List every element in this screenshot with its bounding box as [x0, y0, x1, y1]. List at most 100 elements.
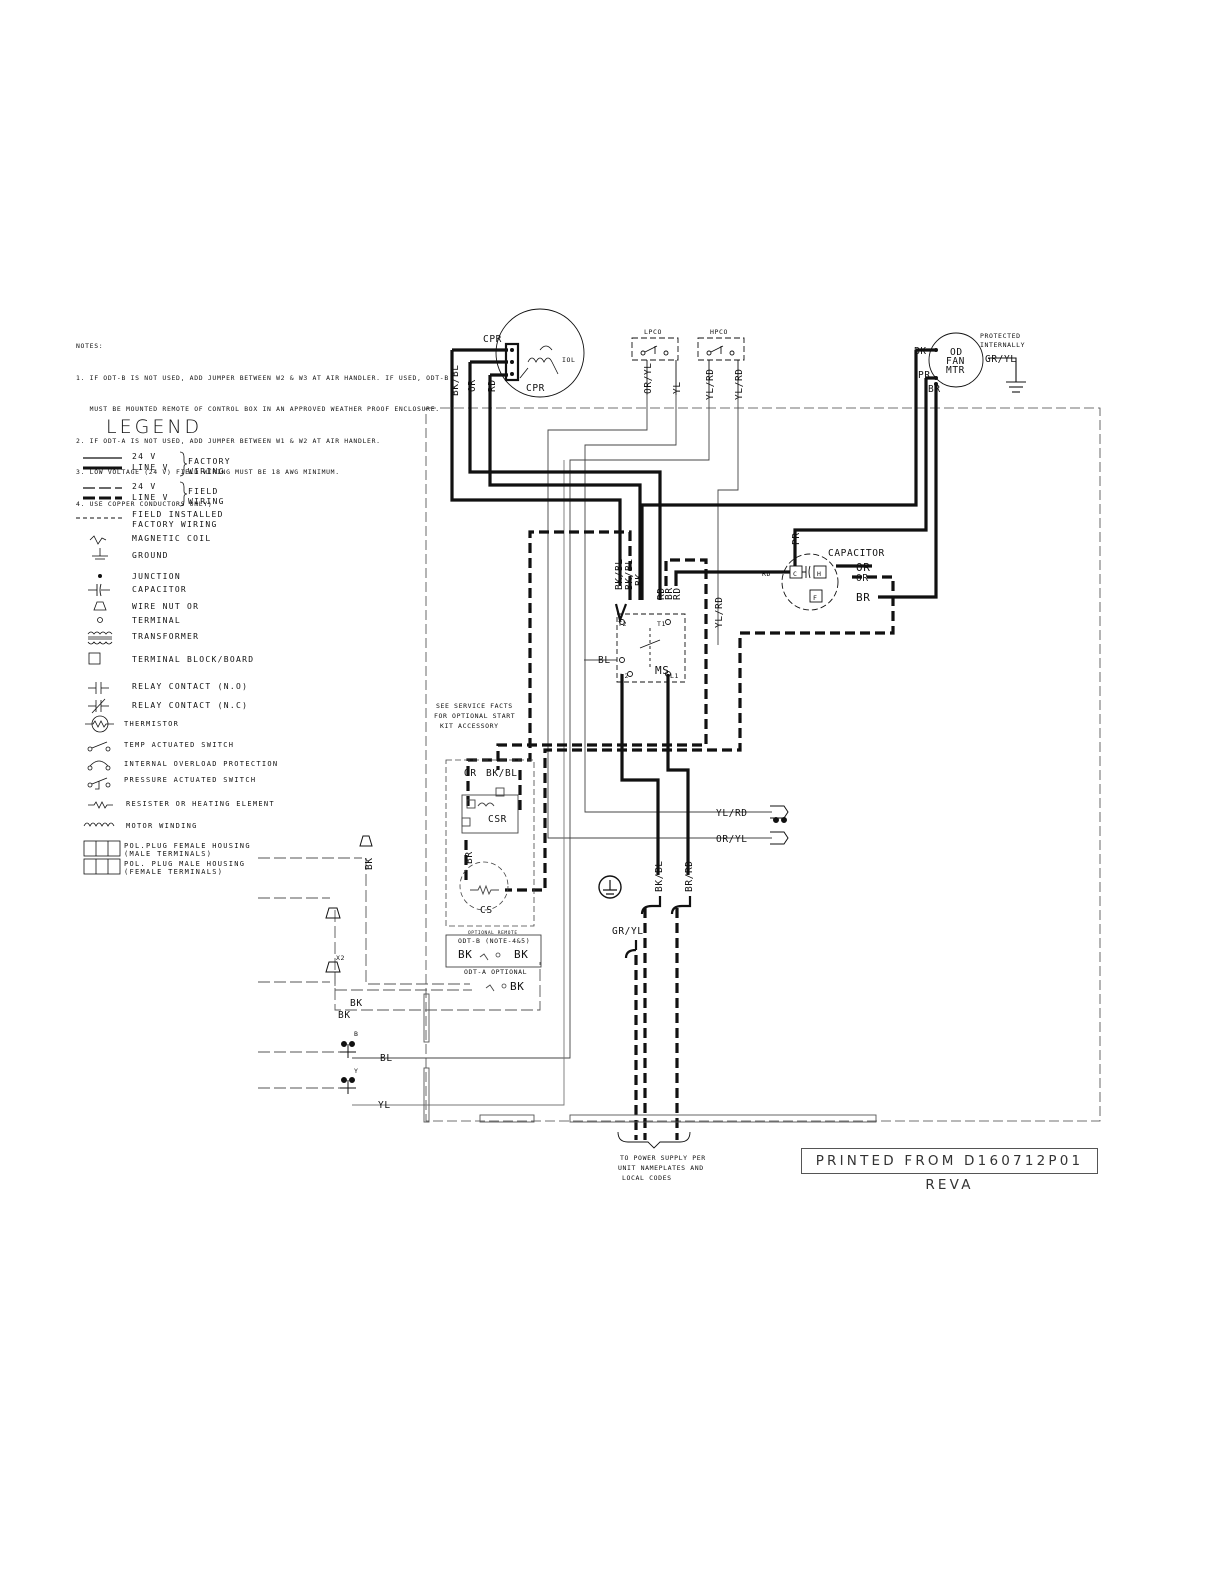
motor-winding-icon	[83, 822, 115, 827]
bk-odt-a: BK	[510, 980, 524, 993]
legend-relay-no: RELAY CONTACT (N.O)	[132, 682, 249, 691]
odt-box	[445, 934, 542, 992]
start-kit	[445, 759, 535, 927]
br-ms-label: BR	[664, 587, 675, 600]
cap-c-label: C	[793, 570, 798, 578]
notes-heading: NOTES:	[76, 342, 104, 350]
odt-b-box	[445, 934, 542, 968]
l2-label: L2	[620, 672, 629, 680]
b-label: B	[354, 1030, 359, 1038]
wire-yl-rd-a	[584, 395, 760, 813]
note-4: 4. USE COPPER CONDUCTORS ONLY)	[76, 499, 213, 508]
mtr-label: MTR	[946, 365, 965, 376]
legend-factory-wiring: FACTORY WIRING	[188, 457, 231, 476]
ground-fan	[988, 357, 1026, 393]
note-2: 2. IF ODT-A IS NOT USED, ADD JUMPER BETW…	[76, 436, 381, 445]
power-note-2: UNIT NAMEPLATES AND	[618, 1164, 704, 1172]
line-voltage-wires	[450, 348, 938, 875]
od-fan-motor	[928, 332, 984, 388]
power-bracket	[617, 1131, 691, 1149]
power-note-1: TO POWER SUPPLY PER	[620, 1154, 706, 1162]
or-yl-lpco-label: OR/YL	[643, 362, 654, 394]
legend-field-brace	[179, 481, 188, 507]
cs-label: CS	[480, 905, 493, 916]
or-cap-label-2: OR	[856, 573, 869, 584]
contactor	[616, 613, 686, 683]
power-note-3: LOCAL CODES	[622, 1174, 672, 1182]
bk-bl-cpr-label: BK/BL	[450, 364, 461, 396]
pr-fan-label: PR	[918, 370, 931, 381]
internally-label: INTERNALLY	[980, 341, 1025, 349]
wire-nut-icon	[359, 835, 373, 847]
thin-wires	[352, 395, 772, 1106]
t1-label: T1	[657, 620, 666, 628]
bk-bl-ms-label: BK/BL	[614, 558, 625, 590]
pressure-switch-icon	[644, 345, 658, 354]
csr-label: CSR	[488, 814, 507, 825]
legend-wire-nut: WIRE NUT OR	[132, 602, 200, 611]
relay-contact	[639, 639, 661, 649]
service-note-2: FOR OPTIONAL START	[434, 712, 515, 720]
wire-bk-fan	[640, 348, 936, 600]
legend-ground: GROUND	[132, 551, 169, 560]
lpco-label: LPCO	[644, 328, 662, 336]
gr-yl-ground-label: GR/YL	[612, 926, 644, 937]
hpco-box	[697, 337, 745, 361]
br-cap-label: BR	[856, 591, 870, 604]
legend-thermistor: THERMISTOR	[124, 720, 180, 728]
capacitor-label: CAPACITOR	[828, 548, 885, 559]
cs-capacitor	[459, 861, 509, 911]
or-cap-label: OR	[856, 561, 870, 574]
notes-block: NOTES: 1. IF ODT-B IS NOT USED, ADD JUMP…	[76, 320, 449, 520]
temp-switch-icon	[479, 953, 489, 961]
or-csr-label: OR	[464, 768, 477, 779]
pressure-switch-icon	[87, 782, 93, 788]
motor-winding-icon	[527, 357, 553, 363]
resistor-icon	[470, 884, 499, 896]
temp-switch-icon	[87, 746, 93, 752]
wire-or	[468, 360, 662, 600]
pol-female-icon	[83, 840, 121, 857]
t2-label: T2	[618, 620, 627, 628]
contactor-box	[616, 613, 686, 683]
legend-factory-24v: 24 V	[132, 452, 157, 461]
transformer-icon	[87, 631, 113, 635]
overload-icon	[539, 345, 553, 351]
legend-motor-winding: MOTOR WINDING	[126, 822, 198, 830]
wire-br-fan	[878, 384, 938, 599]
bk-bl-csr-label: BK/BL	[486, 768, 518, 779]
legend-terminal-block: TERMINAL BLOCK/BOARD	[132, 655, 255, 664]
odt-a-label: ODT-A OPTIONAL	[464, 968, 527, 976]
power-lugs	[598, 875, 692, 1149]
field-24v-wires	[258, 857, 541, 1089]
legend-capacitor: CAPACITOR	[132, 585, 188, 594]
bl-field-label: BL	[380, 1053, 393, 1064]
bk-fan-label: BK	[914, 346, 927, 357]
cap-terminal-f	[809, 589, 823, 603]
yl-rd-plug-label: YL/RD	[716, 808, 748, 819]
legend-temp-switch: TEMP ACTUATED SWITCH	[124, 741, 235, 749]
ground-icon	[603, 880, 617, 895]
legend-symbols	[76, 451, 188, 875]
bk-odt-left: BK	[458, 948, 472, 961]
protected-label: PROTECTED	[980, 332, 1021, 340]
legend-resistor: RESISTER OR HEATING ELEMENT	[126, 800, 275, 808]
cap-terminal-h	[813, 565, 827, 579]
gr-yl-fan-label: GR/YL	[985, 354, 1017, 365]
iol-label: IOL	[562, 356, 576, 364]
rd-ms-label: RD	[656, 587, 667, 600]
capacitor-icon	[802, 565, 811, 579]
pr-cap-label: PR	[791, 532, 802, 545]
wire-or-yl	[547, 395, 760, 839]
magnetic-coil-icon	[477, 802, 495, 807]
legend-terminal: TERMINAL	[132, 616, 181, 625]
legend-transformer: TRANSFORMER	[132, 632, 200, 641]
ms-label: MS	[655, 664, 669, 677]
legend-field-line: LINE V	[132, 493, 169, 502]
br-fan-label: BR	[928, 384, 941, 395]
bk-field-2: BK	[338, 1010, 351, 1021]
wire-yl-rd-b	[717, 395, 739, 645]
temp-switch-icon	[485, 984, 495, 992]
legend-junction: JUNCTION	[132, 572, 181, 581]
